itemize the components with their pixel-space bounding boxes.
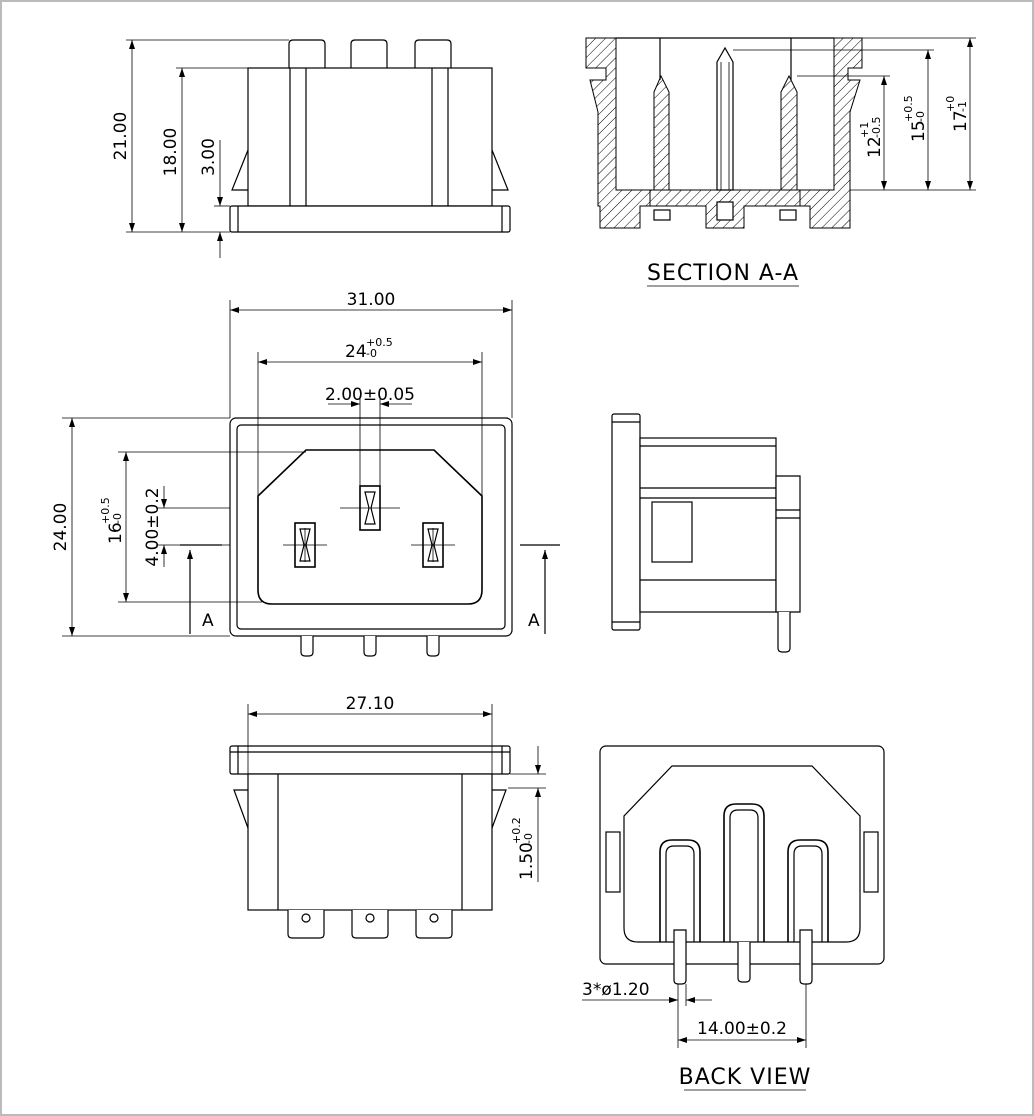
back-housing <box>623 765 861 943</box>
side-view-body <box>247 67 493 207</box>
bottom-view: 27.10 1.50 +0.2 -0 <box>229 694 546 939</box>
section-dim-17: 17 <box>951 110 971 132</box>
back-contact-left <box>659 839 701 942</box>
section-mark-right: A <box>528 611 540 631</box>
bottom-tab-right <box>415 910 453 939</box>
back-pin-left <box>673 929 687 985</box>
front-dim-inner-upper: +0.5 <box>366 336 393 349</box>
back-dim-pin-dia: 3*ø1.20 <box>582 980 650 1000</box>
back-view: 3*ø1.20 14.00±0.2 BACK VIEW <box>582 745 885 1091</box>
side-dim-total-height: 21.00 <box>111 112 131 161</box>
side-view-flange <box>229 205 511 233</box>
section-dim-12-lower: -0.5 <box>870 117 883 138</box>
front-dim-offset: 4.00±0.2 <box>143 487 163 566</box>
section-contact-right <box>780 74 798 191</box>
side-view: 21.00 18.00 3.00 <box>111 39 511 258</box>
section-dim-17-upper: +0 <box>944 96 957 112</box>
back-dim-pitch: 14.00±0.2 <box>697 1019 787 1039</box>
section-view: 12 +1 -0.5 15 +0.5 -0 17 +0 -1 SECTION A… <box>585 37 976 287</box>
bottom-dim-step-upper: +0.2 <box>510 817 523 844</box>
bottom-dim-width: 27.10 <box>346 694 395 714</box>
side-dim-flange: 3.00 <box>199 138 219 176</box>
bottom-dim-step: 1.50 <box>517 842 537 880</box>
profile-rear-tab <box>775 475 801 613</box>
back-contact-center <box>723 803 765 942</box>
front-dim-16: 16 <box>106 522 126 544</box>
front-dim-pin: 2.00±0.05 <box>325 385 415 405</box>
section-dim-15: 15 <box>909 120 929 142</box>
section-mark-left: A <box>202 611 214 631</box>
bottom-dim-step-lower: -0 <box>522 833 535 844</box>
section-right-wall <box>799 37 863 229</box>
bottom-tab-left <box>287 910 325 939</box>
side-profile-view <box>611 413 801 653</box>
section-dim-17-lower: -1 <box>956 101 969 112</box>
front-view: 31.00 24 +0.5 -0 2.00±0.05 24.00 16 +0.5… <box>51 290 560 657</box>
front-dim-16-upper: +0.5 <box>99 497 112 524</box>
section-dim-15-upper: +0.5 <box>902 95 915 122</box>
back-pin-right <box>799 929 813 985</box>
section-left-wall <box>585 37 651 229</box>
section-title: SECTION A-A <box>647 261 799 286</box>
side-dim-body-height: 18.00 <box>161 128 181 177</box>
front-dim-inner: 24 <box>345 342 367 362</box>
front-dim-inner-lower: -0 <box>366 347 377 360</box>
section-dim-12-upper: +1 <box>858 122 871 138</box>
section-contact-center <box>716 46 734 191</box>
section-dim-15-lower: -0 <box>914 111 927 122</box>
profile-pin <box>777 612 791 653</box>
front-dim-width: 31.00 <box>347 290 396 310</box>
back-pin-center <box>737 942 751 983</box>
profile-flange <box>611 413 641 631</box>
profile-body <box>639 437 777 613</box>
section-dim-12: 12 <box>865 136 885 158</box>
front-socket-outline <box>257 449 483 605</box>
bottom-body <box>247 773 493 911</box>
back-view-title: BACK VIEW <box>679 1065 812 1090</box>
bottom-tab-center <box>351 910 389 939</box>
section-contact-left <box>653 74 670 191</box>
bottom-flange <box>229 745 511 775</box>
front-dim-height: 24.00 <box>51 503 71 552</box>
front-dim-16-lower: -0 <box>111 513 124 524</box>
back-contact-right <box>787 839 829 942</box>
side-view-pins <box>288 39 452 68</box>
